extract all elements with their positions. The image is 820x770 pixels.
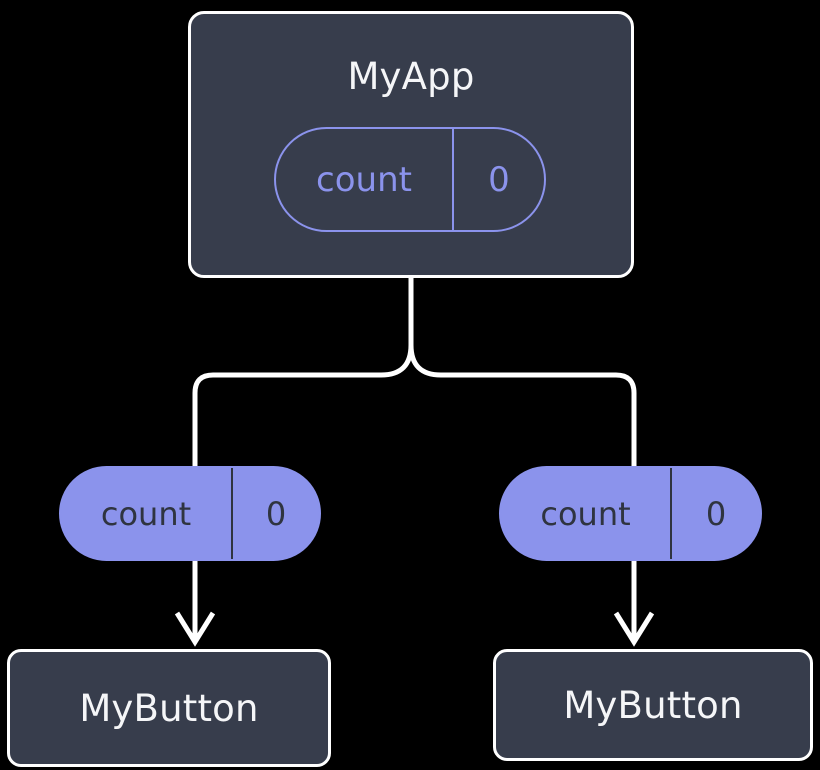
component-node-mybutton-left[interactable]: MyButton	[7, 649, 331, 767]
prop-pill-count-left[interactable]: count 0	[59, 466, 321, 561]
prop-pill-key-left: count	[61, 468, 233, 559]
prop-pill-count-right[interactable]: count 0	[499, 466, 762, 561]
prop-pill-value-left: 0	[265, 494, 287, 533]
prop-pill-key-right: count	[501, 468, 672, 559]
edge-root-to-right-prop	[408, 274, 637, 469]
state-pill-count[interactable]: count 0	[274, 127, 546, 232]
component-label-myapp: MyApp	[347, 55, 475, 98]
state-pill-value: 0	[488, 159, 510, 200]
component-node-mybutton-right[interactable]: MyButton	[493, 649, 813, 761]
state-pill-key: count	[276, 129, 454, 230]
arrowhead-right	[613, 611, 655, 647]
component-node-myapp[interactable]: MyApp	[188, 11, 634, 278]
arrowhead-left	[174, 611, 216, 647]
component-label-mybutton-left: MyButton	[79, 686, 259, 730]
component-label-mybutton-right: MyButton	[563, 683, 743, 727]
prop-pill-value-right: 0	[705, 494, 727, 533]
edge-root-to-left-prop	[192, 274, 414, 469]
